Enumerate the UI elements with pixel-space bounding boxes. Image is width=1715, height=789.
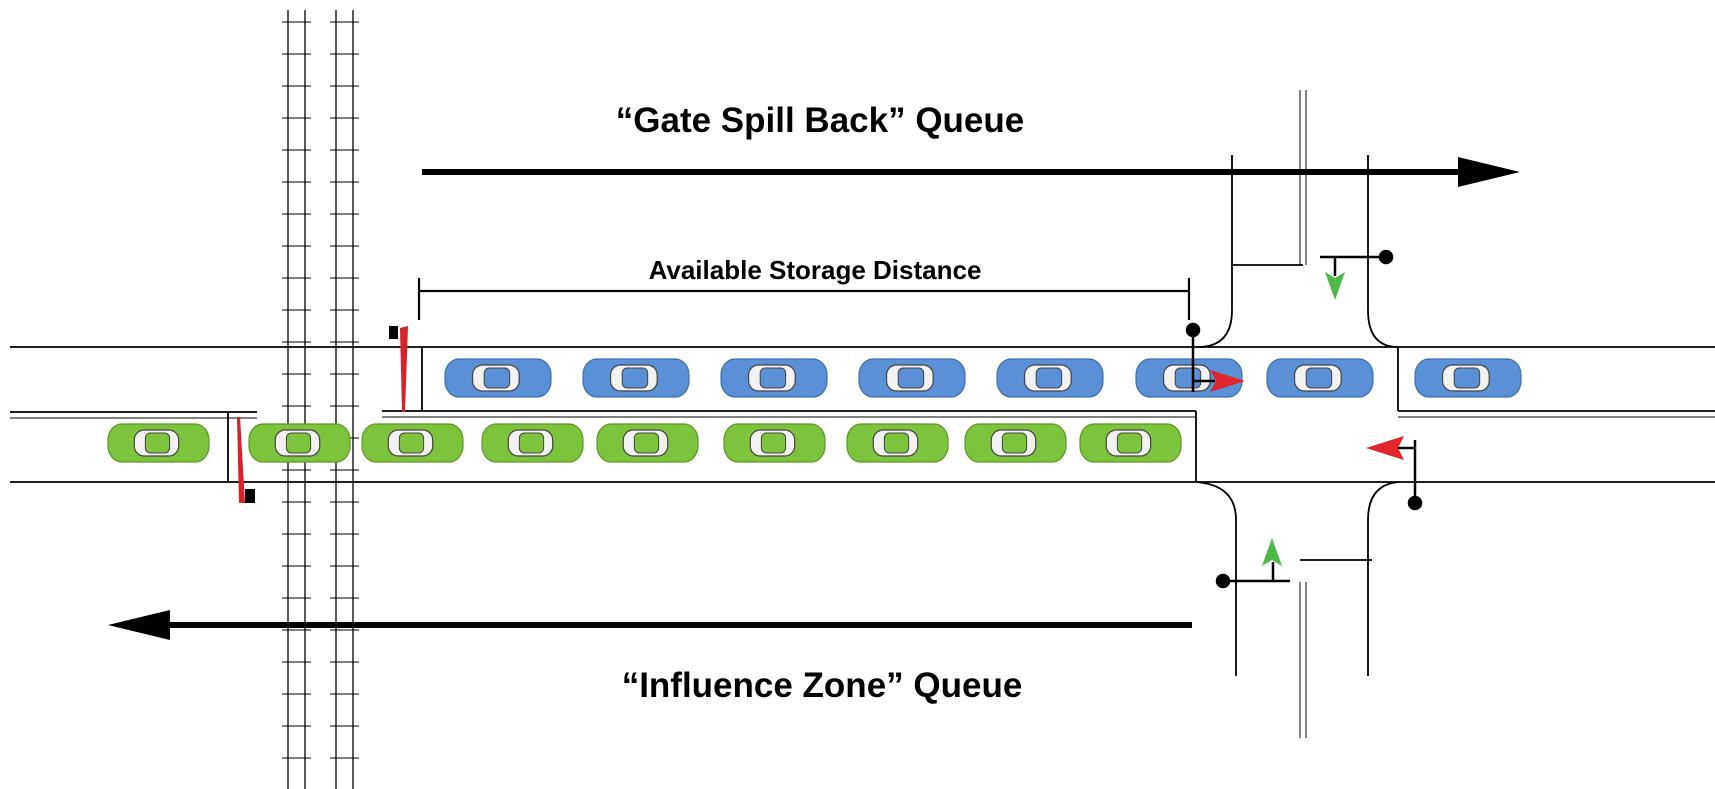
blue-car-icon bbox=[1414, 358, 1522, 398]
right-turn-arrow-icon bbox=[1210, 370, 1245, 392]
blue-car-icon bbox=[720, 358, 828, 398]
green-car-icon bbox=[596, 423, 699, 463]
traffic-signal-icon bbox=[1185, 322, 1215, 392]
blue-car-icon bbox=[444, 358, 552, 398]
influence-zone-title: “Influence Zone” Queue bbox=[622, 666, 1023, 705]
traffic-signal-icon bbox=[1320, 249, 1394, 276]
traffic-signal-icon bbox=[1398, 440, 1423, 511]
main-road bbox=[10, 346, 1715, 483]
storage-distance-dimension bbox=[417, 278, 1191, 320]
available-storage-label: Available Storage Distance bbox=[649, 255, 982, 285]
green-car-icon bbox=[481, 423, 584, 463]
green-car-icon bbox=[1079, 423, 1182, 463]
left-arrow-icon bbox=[1366, 436, 1404, 460]
influence-zone-arrow bbox=[108, 610, 1192, 640]
traffic-signal-icon bbox=[1215, 562, 1290, 589]
cross-street bbox=[1195, 90, 1399, 738]
green-car-icon bbox=[723, 423, 826, 463]
blue-car-icon bbox=[858, 358, 966, 398]
rail-ties bbox=[282, 21, 359, 759]
green-car-icon bbox=[361, 423, 464, 463]
blue-car-queue bbox=[444, 358, 1522, 398]
up-arrow-icon bbox=[1262, 538, 1282, 566]
crossing-gate-icon bbox=[389, 326, 408, 412]
blue-car-icon bbox=[1266, 358, 1374, 398]
railroad-tracks bbox=[287, 10, 354, 789]
crossing-gate-icon bbox=[237, 417, 255, 503]
green-car-icon bbox=[107, 423, 210, 463]
green-car-icon bbox=[248, 423, 351, 463]
green-car-queue bbox=[107, 423, 1182, 463]
gate-spill-back-title: “Gate Spill Back” Queue bbox=[616, 101, 1024, 140]
down-arrow-icon bbox=[1325, 272, 1345, 300]
blue-car-icon bbox=[582, 358, 690, 398]
green-car-icon bbox=[964, 423, 1067, 463]
green-car-icon bbox=[846, 423, 949, 463]
blue-car-icon bbox=[996, 358, 1104, 398]
gate-spill-back-arrow bbox=[422, 157, 1520, 187]
